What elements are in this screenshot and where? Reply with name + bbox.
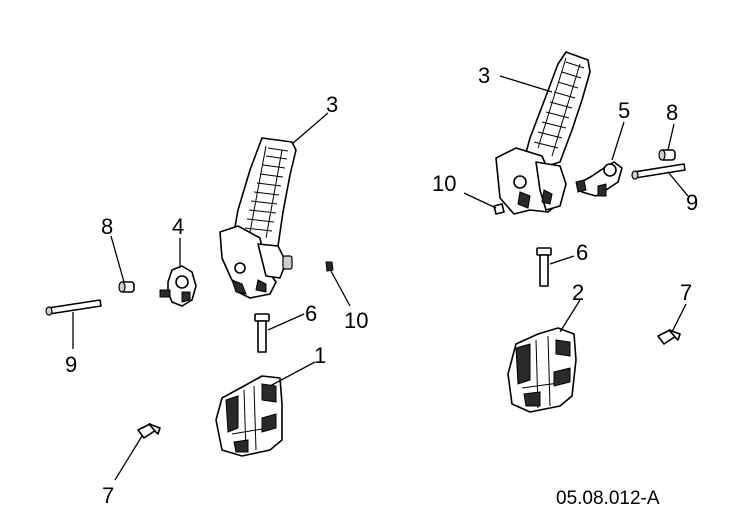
- callout-right-7: 7: [680, 280, 692, 305]
- leader-left-10: [330, 270, 351, 307]
- right-assembly: 3 10 5 8 9 6 2 7: [432, 51, 698, 413]
- right-bolt-part-6: [536, 247, 552, 287]
- leader-right-7: [671, 303, 687, 333]
- leader-left-6: [267, 313, 305, 331]
- left-pedal-part-3: [219, 137, 297, 299]
- left-clip-part-10: [325, 261, 334, 272]
- callout-right-6: 6: [576, 240, 588, 265]
- callout-right-8: 8: [666, 100, 678, 125]
- callout-left-4: 4: [172, 214, 184, 239]
- callout-right-3: 3: [478, 63, 490, 88]
- left-assembly: 3 4 8 9 10 6 1 7: [45, 92, 368, 508]
- callout-right-2: 2: [572, 280, 584, 305]
- right-pedal-part-3: [495, 51, 591, 215]
- callout-right-9: 9: [686, 190, 698, 215]
- callout-right-10: 10: [432, 171, 456, 196]
- left-bushing-part-8: [118, 281, 135, 293]
- right-clip-part-10: [493, 203, 505, 215]
- left-bracket-part-4: [159, 265, 197, 307]
- reference-code: 05.08.012-A: [556, 488, 660, 509]
- callout-left-3: 3: [326, 92, 338, 117]
- leader-right-6: [549, 255, 575, 265]
- left-bolt-part-6: [254, 313, 270, 353]
- leader-right-10: [463, 192, 497, 209]
- right-housing-part-2: [507, 327, 577, 413]
- callout-left-9: 9: [65, 352, 77, 377]
- left-housing-part-1: [215, 375, 283, 457]
- right-pin-part-9: [631, 163, 686, 180]
- leader-right-5: [611, 121, 625, 161]
- callout-left-10: 10: [344, 308, 368, 333]
- callout-left-8: 8: [101, 214, 113, 239]
- callout-left-1: 1: [314, 343, 326, 368]
- leader-left-8: [110, 235, 125, 283]
- leader-left-7: [114, 435, 143, 481]
- callout-right-5: 5: [618, 98, 630, 123]
- right-bushing-part-8: [658, 149, 676, 161]
- leader-right-2: [559, 299, 581, 333]
- leader-right-8: [667, 123, 675, 151]
- right-screw-part-7: [657, 329, 681, 345]
- callout-left-7: 7: [102, 483, 114, 508]
- leader-left-3: [291, 112, 329, 145]
- left-pin-part-9: [45, 299, 102, 316]
- leader-left-1: [269, 361, 316, 387]
- right-bracket-part-5: [575, 161, 623, 197]
- callout-left-6: 6: [305, 301, 317, 326]
- leader-right-9: [667, 171, 689, 197]
- left-screw-part-7: [137, 423, 161, 439]
- leader-right-3: [499, 75, 553, 93]
